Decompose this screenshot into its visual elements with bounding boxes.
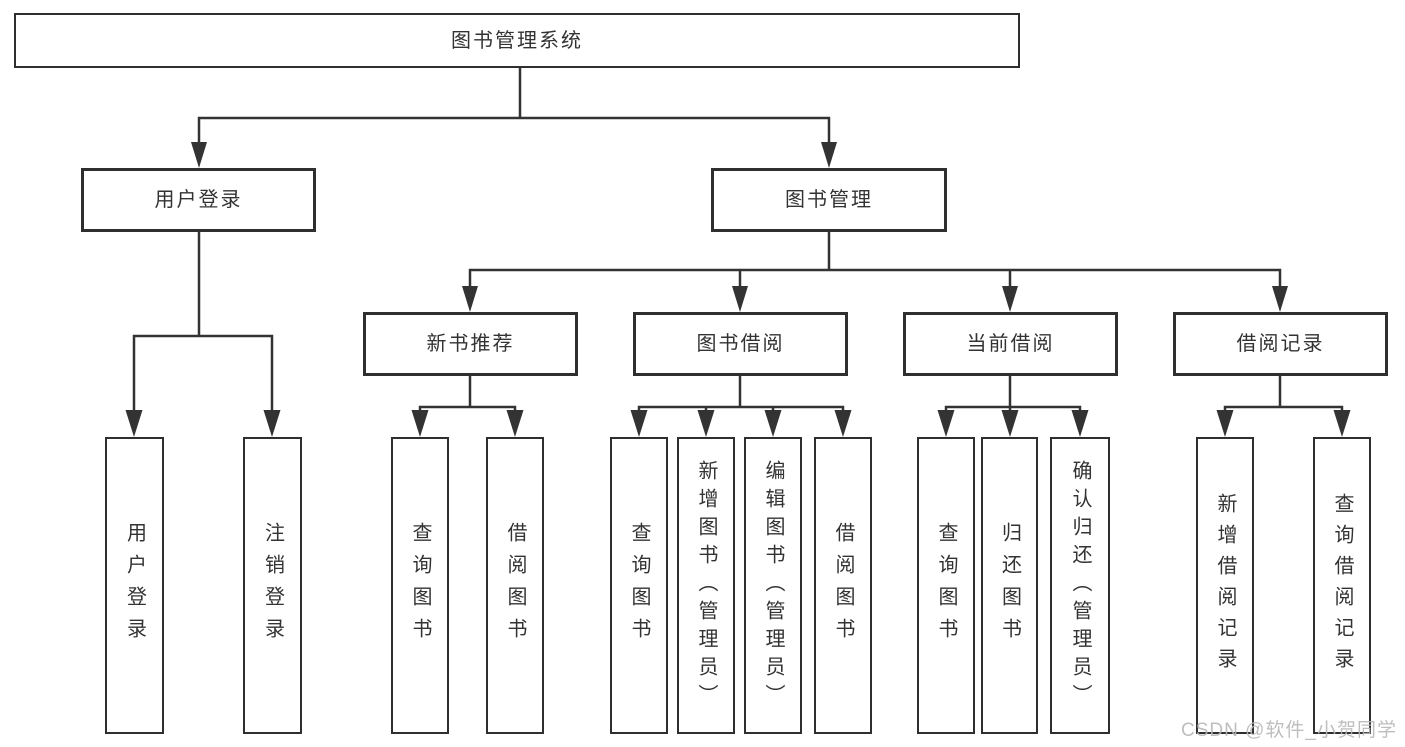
- arrow-down-icon: [462, 286, 478, 312]
- leaf-current-query-books: 查询图书: [917, 437, 975, 734]
- arrow-down-icon: [506, 410, 524, 437]
- leaf-records-query-record-label: 查询借阅记录: [1331, 492, 1353, 679]
- connector-userlogin-rail: [132, 334, 274, 411]
- node-new-book-recommend: 新书推荐: [363, 312, 578, 376]
- node-root: 图书管理系统: [14, 13, 1020, 68]
- node-book-management-label: 图书管理: [785, 189, 873, 211]
- leaf-borrow-add-books-admin-label: 新增图书（管理员）: [695, 459, 717, 712]
- node-current-borrow-label: 当前借阅: [966, 333, 1055, 355]
- leaf-logout-label: 注销登录: [261, 521, 284, 650]
- arrow-down-icon: [764, 410, 782, 437]
- leaf-newbook-query-books-label: 查询图书: [409, 521, 431, 650]
- node-borrow-records: 借阅记录: [1173, 312, 1388, 376]
- leaf-borrow-borrow-books: 借阅图书: [814, 437, 872, 734]
- arrow-down-icon: [732, 286, 748, 312]
- arrow-down-icon: [191, 142, 207, 168]
- leaf-records-add-record: 新增借阅记录: [1196, 437, 1254, 734]
- arrow-down-icon: [630, 410, 648, 437]
- connector-newbook-rail: [418, 405, 517, 412]
- node-current-borrow: 当前借阅: [903, 312, 1118, 376]
- connector-level2-rail: [197, 116, 831, 144]
- leaf-current-return-books-label: 归还图书: [998, 521, 1021, 650]
- node-book-borrow: 图书借阅: [633, 312, 848, 376]
- leaf-current-confirm-return-admin: 确认归还（管理员）: [1050, 437, 1110, 734]
- leaf-newbook-borrow-books-label: 借阅图书: [504, 521, 526, 650]
- leaf-newbook-query-books: 查询图书: [391, 437, 449, 734]
- arrow-down-icon: [263, 410, 281, 437]
- leaf-user-login: 用户登录: [105, 437, 164, 734]
- arrow-down-icon: [1002, 286, 1018, 312]
- connector-level3-rail: [468, 268, 1282, 290]
- leaf-borrow-edit-books-admin: 编辑图书（管理员）: [744, 437, 802, 734]
- node-root-label: 图书管理系统: [451, 29, 583, 52]
- arrow-down-icon: [125, 410, 143, 437]
- leaf-borrow-query-books-label: 查询图书: [628, 521, 650, 650]
- arrowheads: [125, 142, 1351, 437]
- connector-bookborrow-rail: [637, 405, 845, 412]
- arrow-down-icon: [1001, 410, 1019, 437]
- node-borrow-records-label: 借阅记录: [1236, 333, 1325, 355]
- connector-lines: [132, 67, 1344, 412]
- node-book-borrow-label: 图书借阅: [696, 333, 785, 355]
- node-book-management: 图书管理: [711, 168, 947, 232]
- leaf-borrow-query-books: 查询图书: [610, 437, 668, 734]
- arrow-down-icon: [834, 410, 852, 437]
- leaf-user-login-label: 用户登录: [123, 521, 146, 650]
- connector-borrowrecord-rail: [1223, 405, 1344, 412]
- leaf-borrow-add-books-admin: 新增图书（管理员）: [677, 437, 735, 734]
- connector-currentborrow-rail: [944, 405, 1082, 412]
- leaf-current-return-books: 归还图书: [981, 437, 1038, 734]
- arrow-down-icon: [1216, 410, 1234, 437]
- arrow-down-icon: [411, 410, 429, 437]
- leaf-current-confirm-return-admin-label: 确认归还（管理员）: [1069, 459, 1091, 712]
- node-new-book-recommend-label: 新书推荐: [426, 333, 515, 355]
- node-user-login-label: 用户登录: [154, 189, 243, 211]
- leaf-borrow-edit-books-admin-label: 编辑图书（管理员）: [762, 459, 784, 712]
- arrow-down-icon: [1333, 410, 1351, 437]
- leaf-logout: 注销登录: [243, 437, 302, 734]
- arrow-down-icon: [1071, 410, 1089, 437]
- arrow-down-icon: [697, 410, 715, 437]
- arrow-down-icon: [1272, 286, 1288, 312]
- arrow-down-icon: [821, 142, 837, 168]
- leaf-records-query-record: 查询借阅记录: [1313, 437, 1371, 734]
- node-user-login: 用户登录: [81, 168, 316, 232]
- leaf-borrow-borrow-books-label: 借阅图书: [832, 521, 854, 650]
- leaf-records-add-record-label: 新增借阅记录: [1214, 492, 1236, 679]
- leaf-current-query-books-label: 查询图书: [935, 521, 957, 650]
- csdn-watermark: CSDN @软件_小贺同学: [1181, 720, 1397, 741]
- leaf-newbook-borrow-books: 借阅图书: [486, 437, 544, 734]
- arrow-down-icon: [937, 410, 955, 437]
